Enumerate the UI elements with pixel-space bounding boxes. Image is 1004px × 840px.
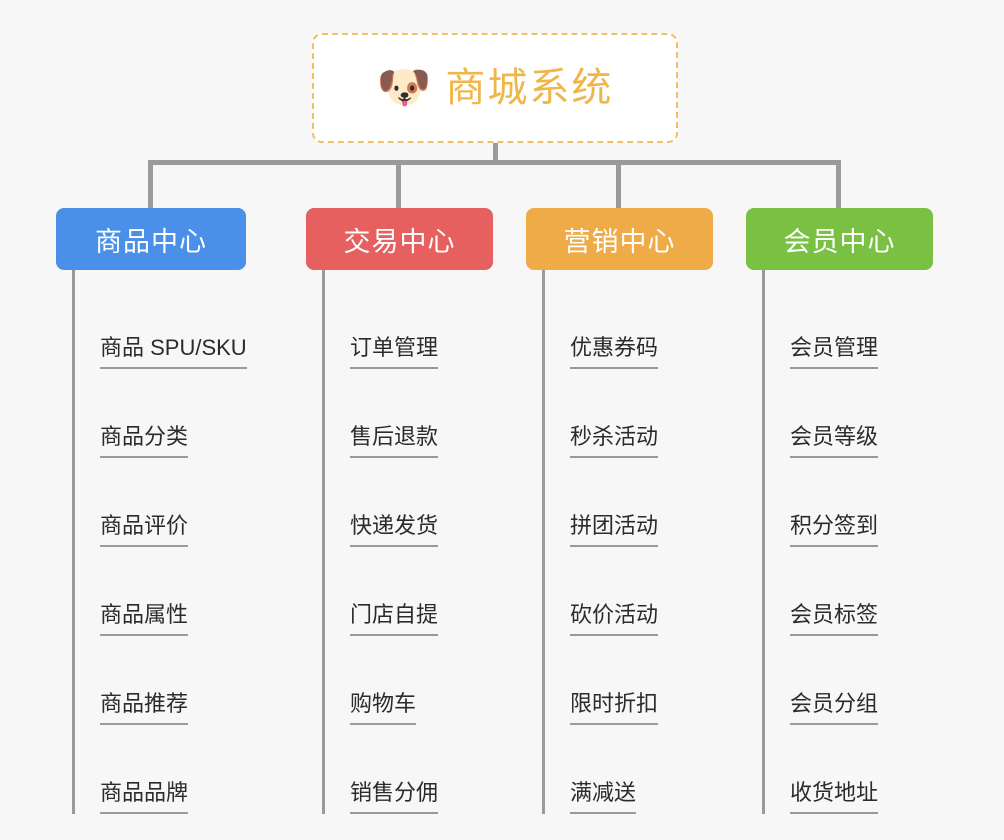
leaf-item[interactable]: 商品分类: [72, 369, 246, 458]
branch-header-member-center[interactable]: 会员中心: [746, 208, 933, 270]
leaf-label: 收货地址: [790, 780, 879, 814]
leaf-list-member-center: 会员管理 会员等级 积分签到 会员标签 会员分组 收货地址: [746, 270, 933, 814]
leaf-item[interactable]: 限时折扣: [542, 636, 713, 725]
connector-drop-product-center: [148, 160, 153, 208]
leaf-label: 购物车: [350, 691, 417, 725]
root-node-title: 商城系统: [445, 66, 614, 110]
leaf-item[interactable]: 砍价活动: [542, 547, 713, 636]
leaf-item[interactable]: 拼团活动: [542, 458, 713, 547]
branch-header-product-center[interactable]: 商品中心: [56, 208, 246, 270]
leaf-label: 优惠券码: [570, 335, 659, 369]
leaf-label: 会员标签: [790, 602, 879, 636]
branch-header-marketing-center[interactable]: 营销中心: [526, 208, 713, 270]
connector-drop-marketing-center: [616, 160, 621, 208]
leaf-item[interactable]: 售后退款: [322, 369, 493, 458]
leaf-list-trade-center: 订单管理 售后退款 快递发货 门店自提 购物车 销售分佣: [306, 270, 493, 814]
leaf-list-marketing-center: 优惠券码 秒杀活动 拼团活动 砍价活动 限时折扣 满减送: [526, 270, 713, 814]
leaf-item[interactable]: 会员管理: [762, 280, 933, 369]
leaf-label: 会员分组: [790, 691, 879, 725]
leaf-item[interactable]: 订单管理: [322, 280, 493, 369]
shiba-inu-dog-face-icon: 🐶: [376, 63, 432, 112]
leaf-item[interactable]: 收货地址: [762, 725, 933, 814]
leaf-label: 售后退款: [350, 424, 439, 458]
branch-marketing-center: 营销中心 优惠券码 秒杀活动 拼团活动 砍价活动 限时折扣 满减送: [526, 208, 713, 814]
leaf-label: 商品属性: [100, 602, 189, 636]
branch-title-product-center: 商品中心: [95, 226, 207, 257]
branch-title-member-center: 会员中心: [783, 226, 896, 257]
leaf-label: 商品评价: [100, 513, 189, 547]
leaf-label: 会员管理: [790, 335, 879, 369]
leaf-item[interactable]: 会员标签: [762, 547, 933, 636]
leaf-item[interactable]: 会员等级: [762, 369, 933, 458]
root-node-mall-system[interactable]: 🐶 商城系统: [312, 33, 678, 143]
leaf-item[interactable]: 购物车: [322, 636, 493, 725]
leaf-item[interactable]: 积分签到: [762, 458, 933, 547]
leaf-label: 砍价活动: [570, 602, 659, 636]
leaf-item[interactable]: 优惠券码: [542, 280, 713, 369]
branch-header-trade-center[interactable]: 交易中心: [306, 208, 493, 270]
leaf-item[interactable]: 商品品牌: [72, 725, 246, 814]
leaf-label: 会员等级: [790, 424, 879, 458]
leaf-label: 门店自提: [350, 602, 439, 636]
branch-title-trade-center: 交易中心: [343, 226, 456, 257]
leaf-item[interactable]: 门店自提: [322, 547, 493, 636]
leaf-item[interactable]: 秒杀活动: [542, 369, 713, 458]
leaf-label: 限时折扣: [570, 691, 659, 725]
leaf-label: 销售分佣: [350, 780, 439, 814]
connector-horizontal-bar: [148, 160, 841, 165]
leaf-item[interactable]: 快递发货: [322, 458, 493, 547]
connector-drop-member-center: [836, 160, 841, 208]
leaf-spine-trade-center: [322, 270, 325, 814]
branch-product-center: 商品中心 商品 SPU/SKU 商品分类 商品评价 商品属性 商品推荐 商品品牌: [56, 208, 247, 814]
leaf-label: 积分签到: [790, 513, 879, 547]
leaf-item[interactable]: 会员分组: [762, 636, 933, 725]
leaf-label: 秒杀活动: [570, 424, 659, 458]
leaf-label: 拼团活动: [570, 513, 659, 547]
leaf-label: 订单管理: [350, 335, 439, 369]
leaf-label: 商品 SPU/SKU: [100, 335, 247, 369]
leaf-spine-product-center: [72, 270, 75, 814]
branch-trade-center: 交易中心 订单管理 售后退款 快递发货 门店自提 购物车 销售分佣: [306, 208, 493, 814]
leaf-label: 商品推荐: [100, 691, 189, 725]
connector-drop-trade-center: [396, 160, 401, 208]
branch-title-marketing-center: 营销中心: [563, 226, 676, 257]
leaf-label: 商品分类: [100, 424, 189, 458]
leaf-item[interactable]: 商品评价: [72, 458, 246, 547]
leaf-spine-member-center: [762, 270, 765, 814]
leaf-label: 商品品牌: [100, 780, 189, 814]
leaf-item[interactable]: 商品属性: [72, 547, 246, 636]
branch-member-center: 会员中心 会员管理 会员等级 积分签到 会员标签 会员分组 收货地址: [746, 208, 933, 814]
leaf-list-product-center: 商品 SPU/SKU 商品分类 商品评价 商品属性 商品推荐 商品品牌: [56, 270, 247, 814]
leaf-label: 满减送: [570, 780, 637, 814]
leaf-item[interactable]: 销售分佣: [322, 725, 493, 814]
leaf-item[interactable]: 满减送: [542, 725, 713, 814]
leaf-label: 快递发货: [350, 513, 439, 547]
leaf-spine-marketing-center: [542, 270, 545, 814]
leaf-item[interactable]: 商品推荐: [72, 636, 246, 725]
leaf-item[interactable]: 商品 SPU/SKU: [72, 280, 247, 369]
connector-root-stem: [493, 143, 498, 165]
